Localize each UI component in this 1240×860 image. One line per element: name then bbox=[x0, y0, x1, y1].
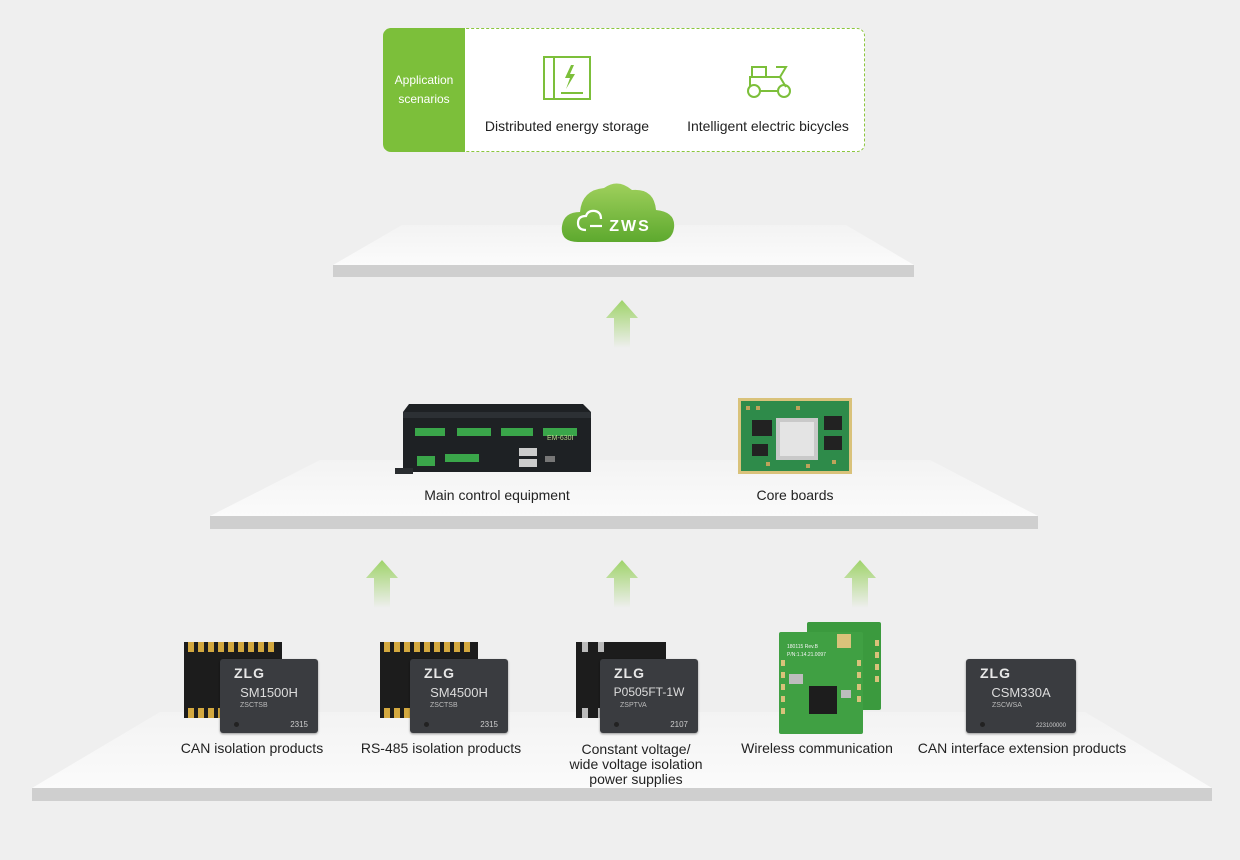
wireless-module: 180115 Rev.B P/N:1.14.21.0097 bbox=[779, 622, 881, 734]
chip-sub: ZSPTVA bbox=[620, 702, 647, 709]
app-label: Distributed energy storage bbox=[484, 118, 650, 134]
arrow-up-icon bbox=[606, 560, 638, 608]
app-item-energy-storage: Distributed energy storage bbox=[474, 29, 660, 151]
chip-dot bbox=[424, 722, 429, 727]
chip-dot bbox=[980, 722, 985, 727]
chip-sub: ZSCTSB bbox=[430, 702, 458, 709]
chip-body: ZLG P0505FT-1W ZSPTVA 2107 bbox=[600, 659, 698, 733]
electric-bicycle-icon bbox=[747, 66, 791, 98]
chip-logo: ZLG bbox=[234, 665, 265, 681]
wireless-label: Wireless communication bbox=[741, 740, 893, 756]
core-board bbox=[738, 398, 852, 474]
arrow-up-icon bbox=[366, 560, 398, 608]
chip-code: 2315 bbox=[480, 720, 498, 729]
chip-logo: ZLG bbox=[614, 665, 645, 681]
chip-rs485-isolation: ZLG SM4500H ZSCTSB 2315 bbox=[380, 642, 516, 738]
can-extension-label: CAN interface extension products bbox=[917, 740, 1127, 756]
main-control-device: EM-630I bbox=[395, 404, 591, 474]
main-control-label: Main control equipment bbox=[424, 487, 570, 503]
module-line1: 180115 Rev.B bbox=[787, 644, 819, 650]
chip-power-supply: ZLG P0505FT-1W ZSPTVA 2107 bbox=[576, 642, 702, 738]
core-boards-label: Core boards bbox=[756, 487, 834, 503]
chip-can-isolation: ZLG SM1500H ZSCTSB 2315 bbox=[184, 642, 320, 738]
can-isolation-label: CAN isolation products bbox=[180, 740, 324, 756]
app-item-electric-bicycle: Intelligent electric bicycles bbox=[670, 29, 866, 151]
chip-dot bbox=[614, 722, 619, 727]
chip-model: P0505FT-1W bbox=[613, 685, 685, 699]
chip-code: 2107 bbox=[670, 720, 688, 729]
chip-model: SM1500H bbox=[240, 685, 298, 700]
chip-model: CSM330A bbox=[991, 685, 1051, 700]
chip-logo: ZLG bbox=[424, 665, 455, 681]
chip-logo: ZLG bbox=[980, 665, 1011, 681]
arrow-up-icon bbox=[606, 300, 638, 348]
chip-sub: ZSCWSA bbox=[992, 702, 1022, 709]
chip-can-extension: ZLG CSM330A ZSCWSA 223100000 bbox=[966, 659, 1078, 735]
cloud-icon: ZWS bbox=[561, 183, 675, 242]
chip-code: 2315 bbox=[290, 720, 308, 729]
chip-model: SM4500H bbox=[430, 685, 488, 700]
rs485-isolation-label: RS-485 isolation products bbox=[360, 740, 522, 756]
module-line2: P/N:1.14.21.0097 bbox=[787, 652, 826, 658]
chip-body: ZLG SM1500H ZSCTSB 2315 bbox=[220, 659, 318, 733]
arrow-up-icon bbox=[844, 560, 876, 608]
platform-bottom bbox=[32, 712, 1212, 801]
platform-top bbox=[333, 225, 914, 277]
energy-storage-icon bbox=[543, 56, 591, 100]
chip-body: ZLG SM4500H ZSCTSB 2315 bbox=[410, 659, 508, 733]
cloud-label: ZWS bbox=[609, 218, 651, 235]
chip-body: ZLG CSM330A ZSCWSA 223100000 bbox=[966, 659, 1076, 733]
chip-dot bbox=[234, 722, 239, 727]
chip-code: 223100000 bbox=[1035, 723, 1066, 729]
platform-middle bbox=[210, 460, 1038, 529]
chip-sub: ZSCTSB bbox=[240, 702, 268, 709]
app-label: Intelligent electric bicycles bbox=[687, 118, 849, 134]
device-badge: EM-630I bbox=[547, 435, 574, 442]
